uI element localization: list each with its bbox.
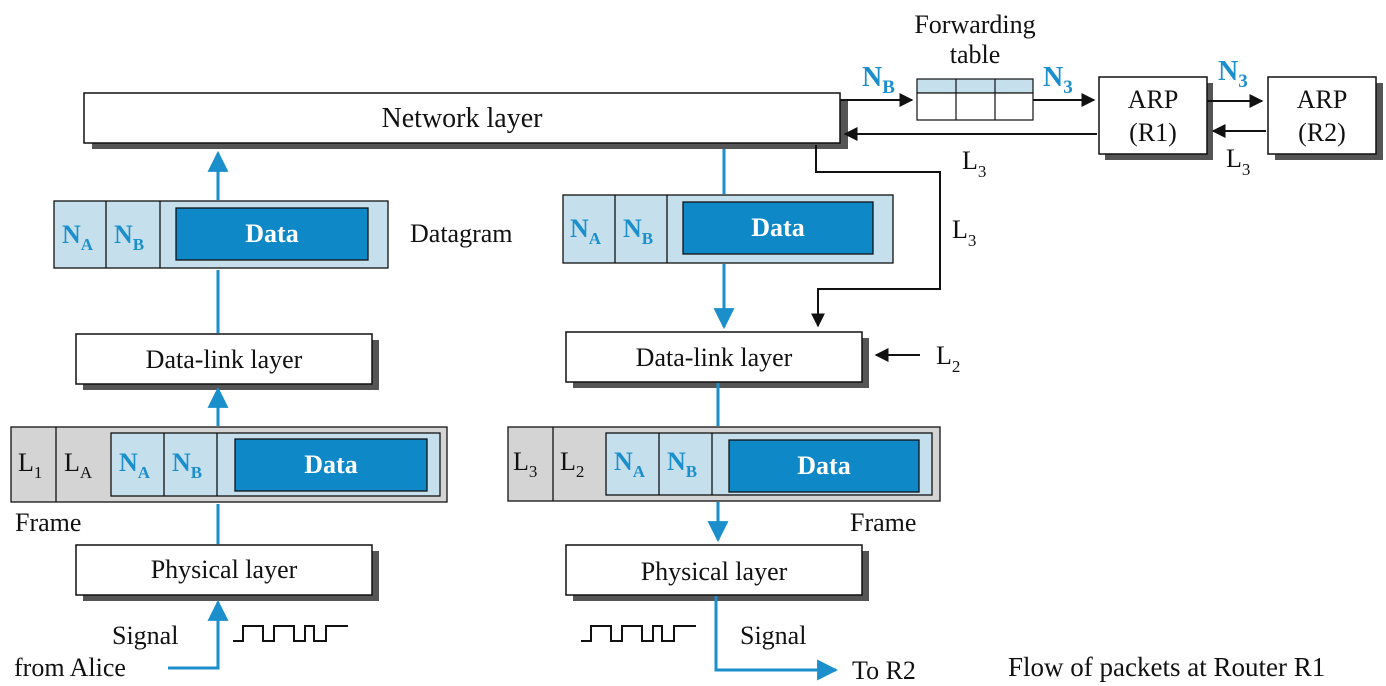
- frame-left: L1 LA NA NB Data: [10, 426, 448, 503]
- frame-label-right: Frame: [850, 508, 916, 537]
- to-r2-label: To R2: [852, 656, 916, 685]
- forwarding-table: [916, 78, 1034, 121]
- svg-text:L1: L1: [18, 448, 42, 482]
- forwarding-table-title-line1: Forwarding: [914, 10, 1035, 39]
- svg-text:NB: NB: [623, 214, 653, 248]
- to-r2-arrow: [714, 596, 839, 681]
- svg-text:LA: LA: [64, 448, 93, 482]
- arp-r1-line1: ARP: [1128, 85, 1179, 114]
- arp-r1-line2: (R1): [1129, 118, 1177, 147]
- nb-label-top: NB: [862, 62, 895, 98]
- datalink-layer-right: Data-link layer: [565, 331, 869, 388]
- datagram-right: NA NB Data: [562, 194, 894, 264]
- svg-text:L2: L2: [560, 447, 584, 481]
- svg-text:Data-link layer: Data-link layer: [146, 345, 303, 374]
- svg-text:Data: Data: [304, 450, 357, 479]
- svg-text:L3: L3: [513, 447, 537, 481]
- frame-label-left: Frame: [15, 508, 81, 537]
- l3-to-datalink-arrow: [811, 145, 941, 328]
- datagram-label: Datagram: [410, 219, 513, 248]
- svg-text:Data-link layer: Data-link layer: [636, 343, 793, 372]
- svg-text:NA: NA: [614, 447, 646, 481]
- network-layer-label: Network layer: [382, 103, 544, 134]
- datagram-left: NA NB Data: [53, 200, 389, 269]
- arp-r2-box: ARP (R2): [1267, 76, 1383, 160]
- arp-r2-line1: ARP: [1297, 85, 1348, 114]
- svg-text:NB: NB: [667, 447, 697, 481]
- signal-waveform-left: [233, 625, 348, 642]
- n3-label-left: N3: [1043, 62, 1073, 98]
- frame-right: L3 L2 NA NB Data: [507, 426, 941, 502]
- svg-text:NB: NB: [114, 220, 144, 254]
- svg-text:NA: NA: [62, 220, 94, 254]
- figure-caption: Flow of packets at Router R1: [1008, 652, 1325, 682]
- l2-label: L2: [936, 341, 960, 376]
- arp-r1-box: ARP (R1): [1098, 76, 1213, 160]
- svg-text:NA: NA: [570, 214, 602, 248]
- signal-label-left: Signal: [112, 621, 178, 650]
- forwarding-table-title-line2: table: [950, 40, 1001, 69]
- l3-label-middle: L3: [952, 215, 976, 250]
- svg-text:Physical layer: Physical layer: [151, 555, 298, 584]
- n3-label-right: N3: [1218, 56, 1248, 92]
- svg-text:NA: NA: [119, 448, 151, 482]
- signal-label-right: Signal: [740, 621, 806, 650]
- svg-text:Data: Data: [797, 451, 850, 480]
- l3-label-arp-left: L3: [962, 146, 986, 181]
- from-alice-label: from Alice: [14, 653, 126, 682]
- physical-layer-left: Physical layer: [75, 544, 379, 601]
- l3-label-arp-right: L3: [1226, 144, 1250, 179]
- signal-waveform-right: [581, 625, 696, 642]
- datalink-layer-left: Data-link layer: [75, 333, 379, 390]
- datagram-left-data: Data: [245, 219, 298, 248]
- datagram-right-data: Data: [751, 213, 804, 242]
- svg-text:Physical layer: Physical layer: [641, 557, 788, 586]
- network-layer-box: Network layer: [83, 92, 848, 149]
- arp-r2-line2: (R2): [1298, 118, 1346, 147]
- svg-text:NB: NB: [172, 448, 202, 482]
- physical-layer-right: Physical layer: [565, 544, 869, 601]
- from-alice-arrow: [168, 599, 229, 670]
